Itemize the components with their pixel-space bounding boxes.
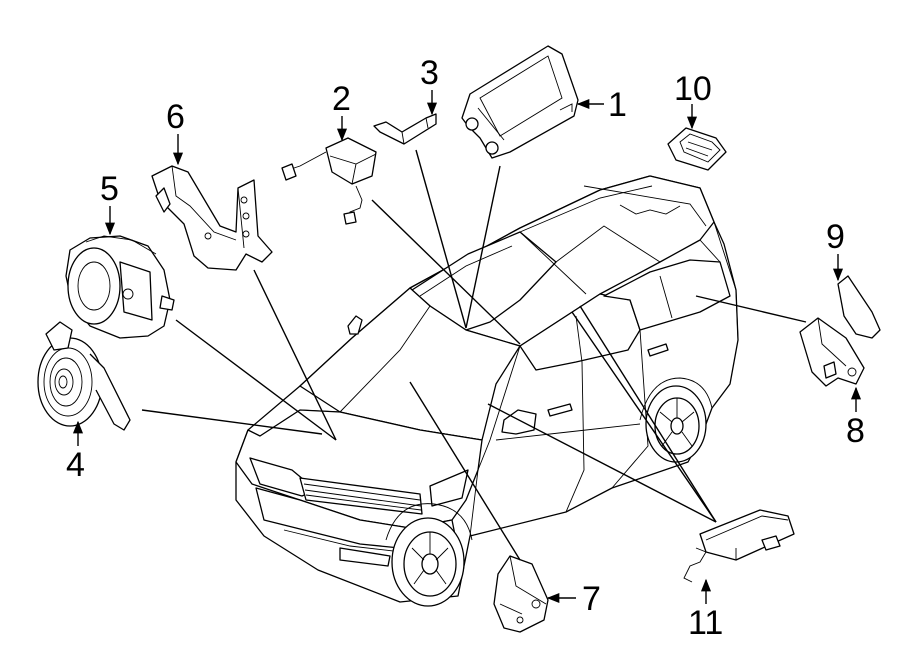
- callout-1: 1: [608, 86, 627, 124]
- callout-arrows: [72, 90, 862, 604]
- part-10-cover: [667, 127, 727, 171]
- callout-10: 10: [674, 70, 712, 108]
- part-11-antenna-module: [683, 509, 795, 583]
- leader-lines: [141, 149, 807, 561]
- callout-7: 7: [582, 580, 601, 618]
- callout-3: 3: [420, 54, 439, 92]
- callout-labels: 1 2 3 4 5 6 7 8 9 10 11: [66, 54, 865, 642]
- part-6-mounting-bracket: [151, 165, 273, 271]
- front-wheel: [391, 517, 465, 607]
- rear-wheel: [645, 385, 707, 463]
- part-2-sensor-module: [281, 137, 377, 225]
- callout-5: 5: [100, 170, 119, 208]
- vehicle-illustration: [235, 175, 739, 607]
- part-7-module: [493, 555, 549, 633]
- callout-6: 6: [166, 98, 185, 136]
- part-4-horn: [37, 321, 131, 431]
- part-9-pad: [837, 275, 881, 339]
- callout-2: 2: [332, 80, 351, 118]
- callout-4: 4: [66, 446, 85, 484]
- callout-11: 11: [688, 604, 723, 642]
- part-1-control-module: [461, 45, 579, 159]
- part-5-siren: [65, 235, 175, 339]
- part-8-module: [799, 317, 865, 387]
- callout-9: 9: [826, 218, 845, 256]
- part-3-bracket: [373, 113, 437, 145]
- callout-8: 8: [846, 412, 865, 450]
